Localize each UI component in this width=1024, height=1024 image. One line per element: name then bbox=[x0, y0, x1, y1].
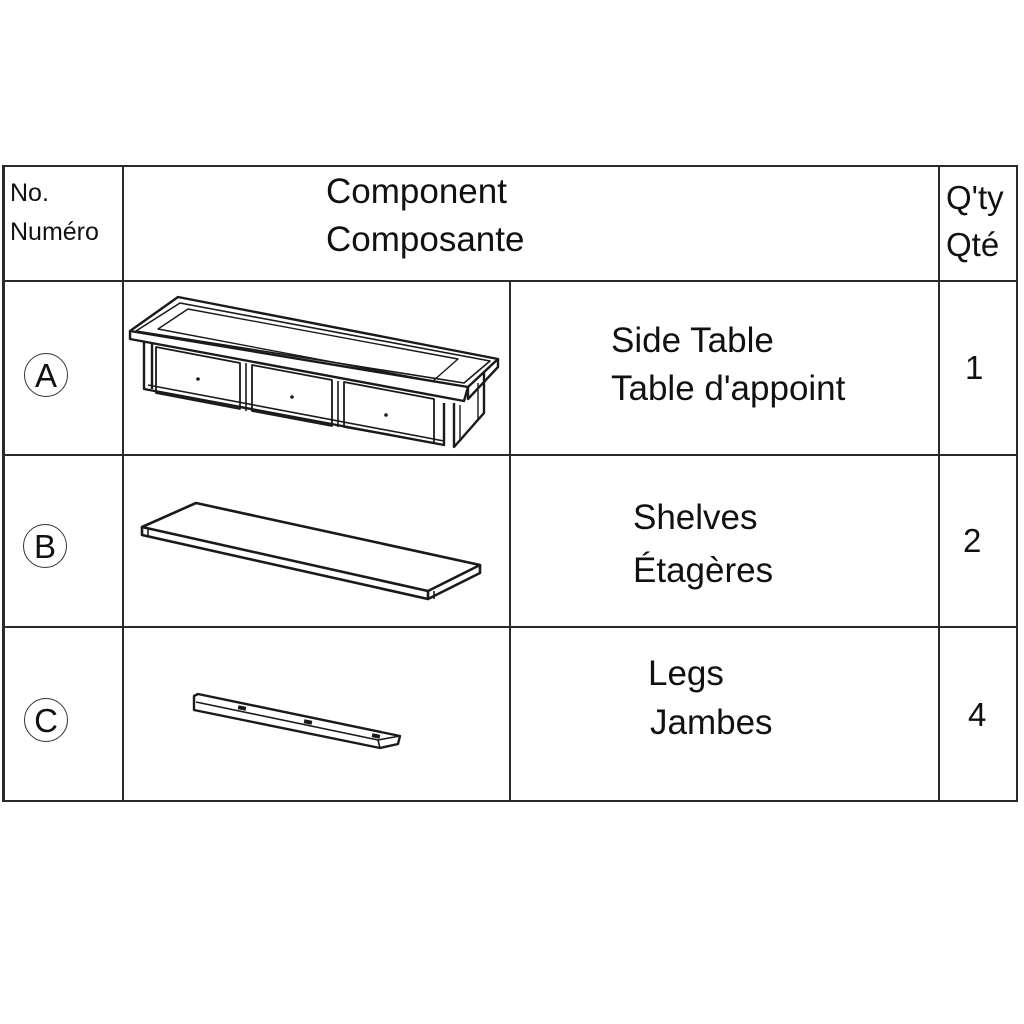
table-border-right bbox=[1016, 165, 1018, 802]
part-name-en-c: Legs bbox=[648, 654, 724, 693]
header-no-en: No. bbox=[10, 179, 49, 207]
side-table-drawing-icon bbox=[128, 295, 500, 449]
header-qty-fr: Qté bbox=[946, 226, 1000, 263]
header-qty-en: Q'ty bbox=[946, 179, 1004, 216]
col-divider-image bbox=[509, 281, 511, 802]
part-name-en-a: Side Table bbox=[611, 321, 774, 360]
part-name-fr-b: Étagères bbox=[633, 551, 774, 590]
part-qty-a: 1 bbox=[965, 349, 984, 386]
part-id-badge-a: A bbox=[24, 353, 68, 397]
header-component-en: Component bbox=[326, 172, 507, 211]
part-name-fr-c: Jambes bbox=[650, 703, 773, 742]
part-id-badge-c: C bbox=[24, 698, 68, 742]
shelf-board-drawing-icon bbox=[140, 501, 482, 601]
col-divider-no bbox=[122, 165, 124, 802]
part-name-en-b: Shelves bbox=[633, 498, 758, 537]
header-no-fr: Numéro bbox=[10, 218, 99, 246]
header-component-fr: Composante bbox=[326, 220, 525, 259]
leg-drawing-icon bbox=[192, 692, 402, 750]
table-border-top bbox=[2, 165, 1018, 167]
col-divider-qty bbox=[938, 165, 940, 802]
part-name-fr-a: Table d'appoint bbox=[611, 369, 846, 408]
part-qty-b: 2 bbox=[963, 522, 982, 559]
part-qty-c: 4 bbox=[968, 696, 987, 733]
parts-table: No. Numéro Component Composante Q'ty Qté… bbox=[2, 165, 1018, 802]
table-border-left bbox=[2, 165, 5, 802]
part-id-badge-b: B bbox=[23, 524, 67, 568]
